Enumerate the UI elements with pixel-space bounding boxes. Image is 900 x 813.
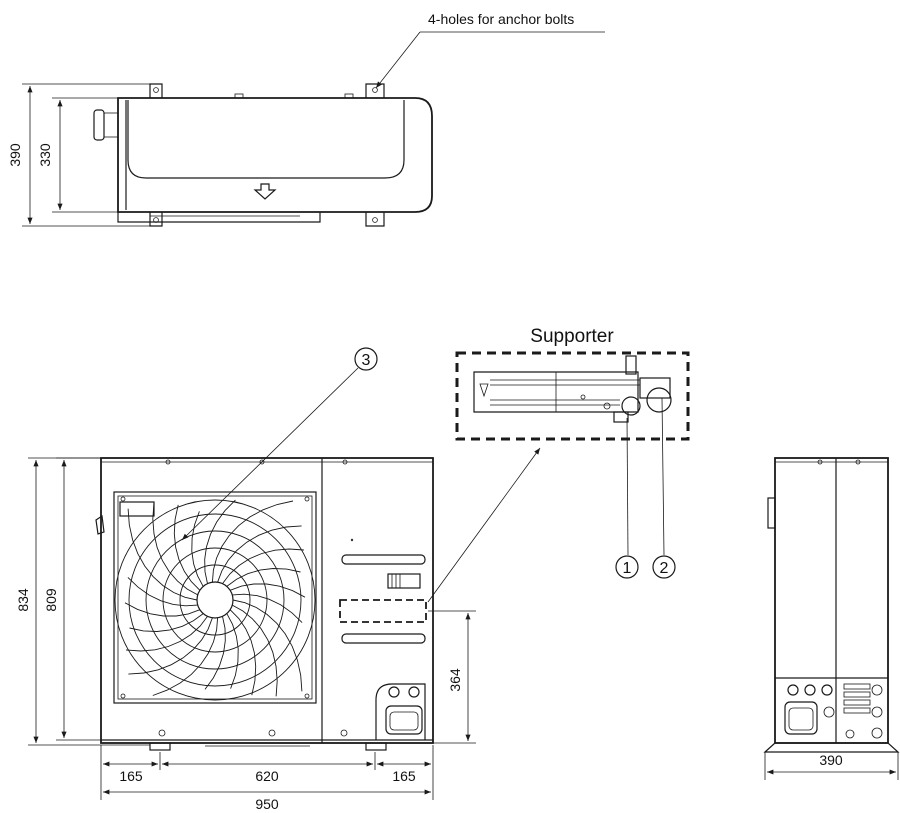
grill-spoke <box>173 504 201 591</box>
grill-ring <box>145 530 285 670</box>
dim-top-330: 330 <box>37 143 53 167</box>
grill-spoke <box>191 511 204 587</box>
grill-spoke <box>124 602 201 617</box>
callout-3-digit: 3 <box>362 352 371 369</box>
grill-ring <box>179 564 251 636</box>
top-view: 4-holes for anchor bolts 390 <box>7 11 605 227</box>
grill-spoke <box>126 616 208 652</box>
dim-front-620: 620 <box>255 768 279 784</box>
callout-2-digit: 2 <box>660 560 669 577</box>
front-view: ③ 3 834 809 <box>15 347 476 812</box>
supporter-title: Supporter <box>530 326 614 347</box>
grill-spoke <box>152 617 219 696</box>
grill-spoke <box>128 617 213 675</box>
dim-front-364: 364 <box>447 668 463 692</box>
grill-ring <box>128 513 302 687</box>
grill-spoke <box>229 609 257 696</box>
grill-spoke <box>204 499 236 584</box>
grill-spoke <box>226 568 301 587</box>
callout-1-digit: 1 <box>623 560 632 577</box>
grill-spoke <box>211 500 294 583</box>
supporter-detail: Supporter ① 1 ② 2 <box>427 326 690 603</box>
grill-spoke <box>127 577 198 607</box>
side-view: 390 <box>763 457 900 780</box>
dim-top-390: 390 <box>7 143 23 167</box>
grill-spoke <box>129 613 204 632</box>
grill-spoke <box>226 613 239 689</box>
dim-front-165-right: 165 <box>392 768 416 784</box>
dim-front-950: 950 <box>255 796 279 812</box>
grill-ring <box>114 499 316 701</box>
grill-spoke <box>204 616 226 690</box>
grill-ring <box>162 547 268 653</box>
grill-spoke <box>232 593 303 623</box>
dim-front-809: 809 <box>43 588 59 612</box>
anchor-bolts-label: 4-holes for anchor bolts <box>428 11 574 27</box>
grill-spoke <box>217 525 302 583</box>
dim-side-390: 390 <box>819 752 843 768</box>
grill-spoke <box>222 548 304 584</box>
grill-spoke <box>232 604 278 697</box>
grill-spoke <box>127 508 198 601</box>
dim-front-165-left: 165 <box>119 768 143 784</box>
dim-front-834: 834 <box>15 588 31 612</box>
grill-spoke <box>229 583 306 598</box>
grill-spoke <box>232 599 303 692</box>
fan-grill <box>114 499 316 701</box>
grill-spoke <box>152 503 198 596</box>
